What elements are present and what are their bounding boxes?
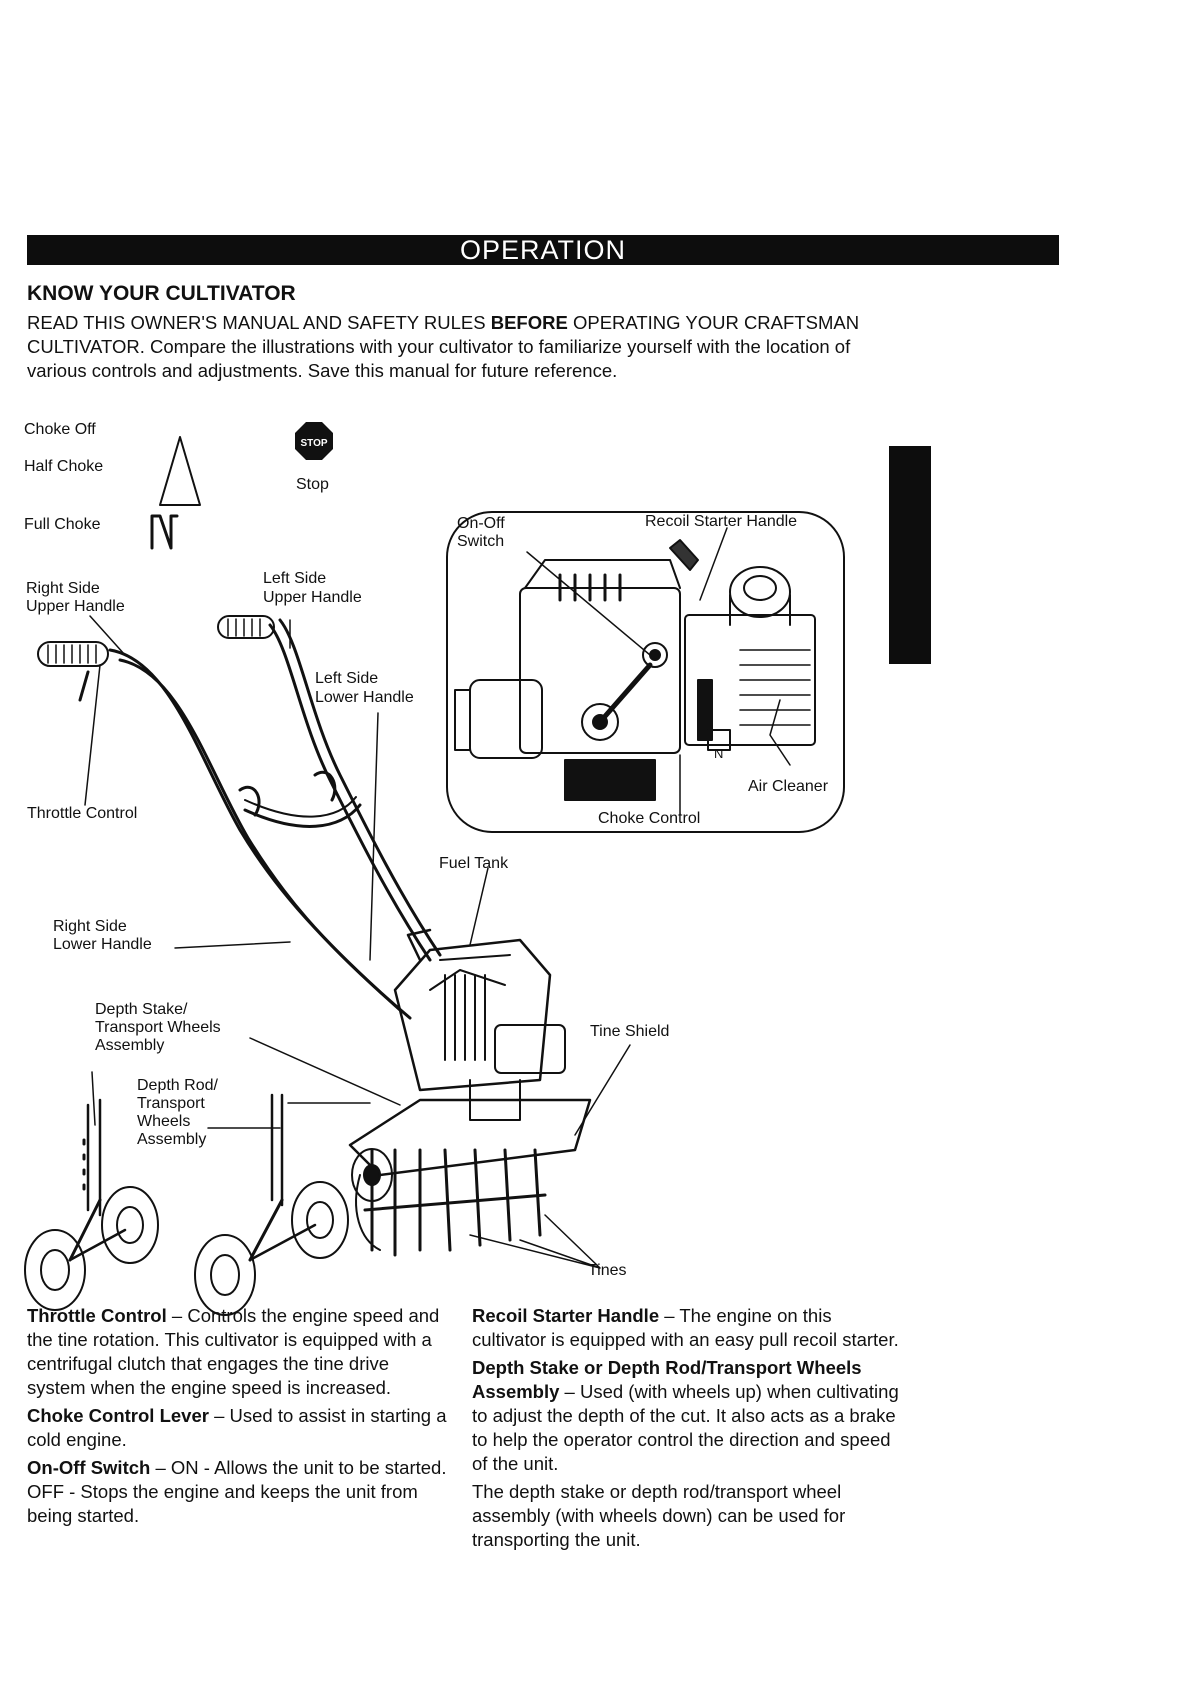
label-depth-rod-3: Wheels <box>137 1113 191 1130</box>
label-fuel-tank: Fuel Tank <box>439 855 509 872</box>
label-left-upper-handle-2: Upper Handle <box>263 589 362 606</box>
label-left-lower-handle-1: Left Side <box>315 670 379 687</box>
depth-stake-wheels-drawing <box>24 1098 159 1311</box>
label-right-upper-handle-2: Upper Handle <box>26 598 125 615</box>
desc-throttle: Throttle Control – Controls the engine s… <box>27 1304 452 1400</box>
desc-term: Recoil Starter Handle <box>472 1305 660 1326</box>
intro-paragraph: READ THIS OWNER'S MANUAL AND SAFETY RULE… <box>27 311 907 383</box>
section-banner: OPERATION <box>27 235 1059 265</box>
engine-inset-frame <box>446 511 845 833</box>
engine-n-mark: N <box>714 746 723 761</box>
label-depth-rod-2: Transport <box>137 1095 205 1112</box>
intro-bold: BEFORE <box>490 312 568 333</box>
label-throttle-control: Throttle Control <box>27 805 138 822</box>
full-choke-label: Full Choke <box>24 516 101 533</box>
desc-text: – The engine on this cultivator is equip… <box>472 1305 899 1350</box>
desc-term: Choke Control Lever <box>27 1405 209 1426</box>
desc-recoil: Recoil Starter Handle – The engine on th… <box>472 1304 902 1352</box>
depth-rod-wheels-drawing <box>194 1093 349 1316</box>
desc-text: – Used (with wheels up) when cultivating… <box>472 1381 899 1474</box>
label-recoil-starter: Recoil Starter Handle <box>645 513 798 530</box>
intro-pre: READ THIS OWNER'S MANUAL AND SAFETY RULE… <box>27 312 491 333</box>
label-air-cleaner: Air Cleaner <box>748 778 829 795</box>
label-right-lower-handle-2: Lower Handle <box>53 936 152 953</box>
label-left-upper-handle-1: Left Side <box>263 570 327 587</box>
stop-icon: STOP <box>295 422 333 460</box>
desc-term: Depth Stake or Depth Rod/Transport Wheel… <box>472 1357 862 1402</box>
desc-text: – Controls the engine speed and the tine… <box>27 1305 440 1398</box>
desc-text: The depth stake or depth rod/transport w… <box>472 1481 846 1550</box>
half-choke-triangle-icon <box>159 436 201 506</box>
label-right-upper-handle-1: Right Side <box>26 580 100 597</box>
stop-label: Stop <box>296 476 329 493</box>
half-choke-label: Half Choke <box>24 458 104 475</box>
desc-term: On-Off Switch <box>27 1457 151 1478</box>
choke-off-label: Choke Off <box>24 421 96 438</box>
page-heading: KNOW YOUR CULTIVATOR <box>27 282 296 305</box>
intro-post: OPERATING YOUR CRAFTSMAN CULTIVATOR. Com… <box>27 312 860 381</box>
tiller-body-drawing <box>348 928 592 1257</box>
engine-detail-drawing <box>454 539 816 801</box>
label-tine-shield: Tine Shield <box>590 1023 670 1040</box>
desc-transport: The depth stake or depth rod/transport w… <box>472 1480 902 1552</box>
side-tab-marker <box>889 446 931 664</box>
label-on-off-1: On-Off <box>457 515 505 532</box>
handle-assembly-drawing <box>37 615 442 1020</box>
desc-text: – Used to assist in starting a cold engi… <box>27 1405 447 1450</box>
descriptions-right-column: Recoil Starter Handle – The engine on th… <box>472 1304 902 1556</box>
desc-depth-stake: Depth Stake or Depth Rod/Transport Wheel… <box>472 1356 902 1476</box>
label-depth-stake-2: Transport Wheels <box>95 1019 221 1036</box>
label-left-lower-handle-2: Lower Handle <box>315 689 414 706</box>
label-choke-control: Choke Control <box>598 810 701 827</box>
desc-term: Throttle Control <box>27 1305 167 1326</box>
desc-text: – ON - Allows the unit to be started. OF… <box>27 1457 447 1526</box>
stop-badge-text: STOP <box>300 438 327 449</box>
label-depth-stake-1: Depth Stake/ <box>95 1001 188 1018</box>
desc-choke: Choke Control Lever – Used to assist in … <box>27 1404 452 1452</box>
descriptions-left-column: Throttle Control – Controls the engine s… <box>27 1304 452 1532</box>
leader-lines <box>84 615 631 1269</box>
full-choke-icon <box>150 514 179 550</box>
desc-on-off: On-Off Switch – ON - Allows the unit to … <box>27 1456 452 1528</box>
label-depth-rod-1: Depth Rod/ <box>137 1077 218 1094</box>
label-right-lower-handle-1: Right Side <box>53 918 127 935</box>
label-on-off-2: Switch <box>457 533 505 550</box>
label-depth-rod-4: Assembly <box>137 1131 207 1148</box>
label-tines: Tines <box>588 1262 627 1279</box>
label-depth-stake-3: Assembly <box>95 1037 165 1054</box>
